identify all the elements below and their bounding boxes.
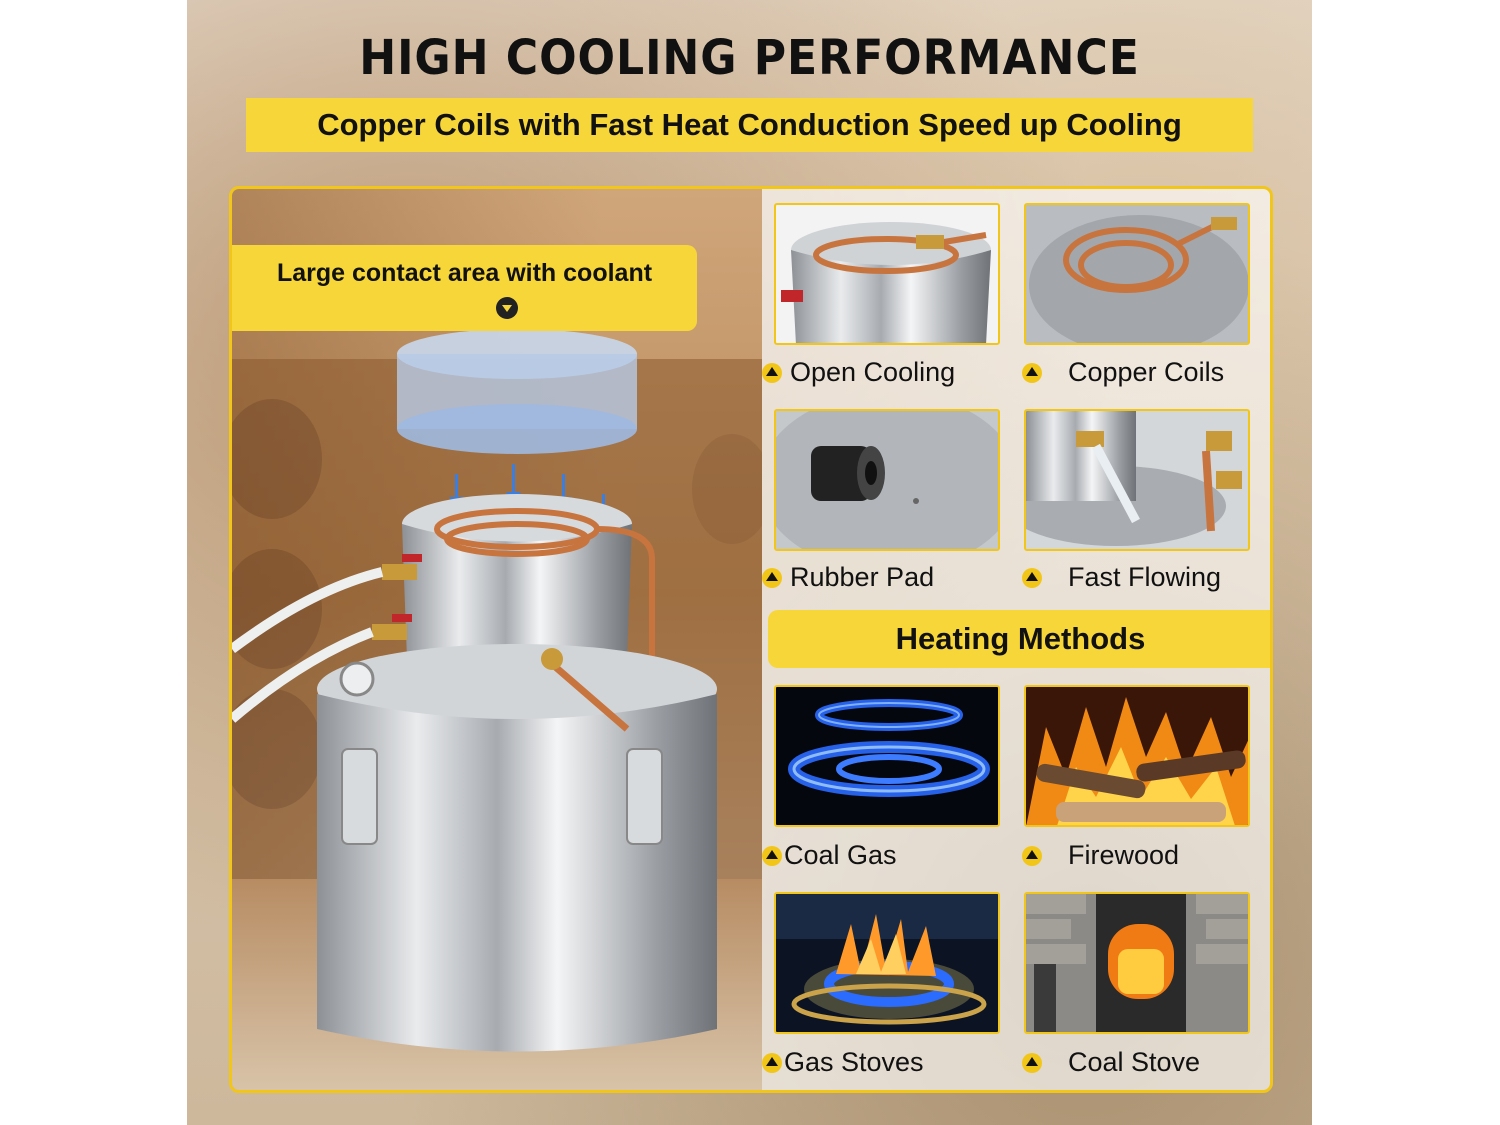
triangle-bullet-icon <box>762 845 782 866</box>
caption-text: Rubber Pad <box>790 562 935 592</box>
caption-rubber-pad: Rubber Pad <box>762 562 934 593</box>
triangle-bullet-icon <box>762 567 782 588</box>
contact-area-text: Large contact area with coolant <box>276 259 653 287</box>
cooling-pot <box>402 524 632 677</box>
caption-coal-stove: Coal Stove <box>1022 1047 1200 1078</box>
hoses <box>232 567 384 723</box>
caption-text: Fast Flowing <box>1068 562 1222 592</box>
main-pot-lid <box>317 644 717 734</box>
feature-tile-open-cooling <box>774 203 1000 345</box>
feature-tile-copper-coils <box>1024 203 1250 345</box>
heating-tile-gas-stoves <box>774 892 1000 1034</box>
feature-tile-fast-flowing <box>1024 409 1250 551</box>
caption-coal-gas: Coal Gas <box>762 840 897 871</box>
triangle-bullet-icon <box>762 1052 782 1073</box>
firewood-fire-photo-icon <box>1026 687 1248 825</box>
down-arrow-icon <box>496 297 518 319</box>
caption-gas-stoves: Gas Stoves <box>762 1047 924 1078</box>
caption-text: Firewood <box>1068 840 1180 870</box>
content-frame: Large contact area with coolant Ope <box>229 186 1273 1093</box>
outlet-pipe <box>549 661 630 732</box>
open-cooling-photo-icon <box>776 205 998 343</box>
caption-fast-flowing: Fast Flowing <box>1022 562 1221 593</box>
main-pot <box>317 694 717 1052</box>
heating-tile-coal-gas <box>774 685 1000 827</box>
triangle-bullet-icon <box>762 362 782 383</box>
copper-coils-photo-icon <box>1026 205 1248 343</box>
heating-methods-title: Heating Methods <box>895 621 1146 656</box>
rubber-pad-photo-icon <box>776 411 998 549</box>
product-infographic: HIGH COOLING PERFORMANCE Copper Coils wi… <box>187 0 1312 1125</box>
caption-text: Coal Stove <box>1068 1047 1201 1077</box>
clamps <box>341 748 663 845</box>
heating-tile-firewood <box>1024 685 1250 827</box>
gas-stove-photo-icon <box>776 894 998 1032</box>
copper-coil-illustration <box>434 508 655 659</box>
distiller-panel: Large contact area with coolant <box>232 189 762 1090</box>
triangle-bullet-icon <box>1022 567 1042 588</box>
caption-firewood: Firewood <box>1022 840 1179 871</box>
thermometer <box>339 661 375 697</box>
heating-tile-coal-stove <box>1024 892 1250 1034</box>
coolant-water-block <box>397 329 637 454</box>
outlet-fitting <box>541 648 563 670</box>
caption-copper-coils: Copper Coils <box>1022 357 1224 388</box>
feature-tile-rubber-pad <box>774 409 1000 551</box>
heating-methods-banner: Heating Methods <box>768 610 1270 668</box>
fast-flowing-photo-icon <box>1026 411 1248 549</box>
triangle-bullet-icon <box>1022 845 1042 866</box>
valves <box>372 554 422 640</box>
caption-text: Coal Gas <box>784 840 897 870</box>
triangle-bullet-icon <box>1022 1052 1042 1073</box>
caption-open-cooling: Open Cooling <box>762 357 955 388</box>
subtitle-text: Copper Coils with Fast Heat Conduction S… <box>317 107 1182 142</box>
caption-text: Open Cooling <box>790 357 956 387</box>
caption-text: Copper Coils <box>1068 357 1225 387</box>
caption-text: Gas Stoves <box>784 1047 924 1077</box>
contact-area-callout: Large contact area with coolant <box>232 245 697 331</box>
triangle-bullet-icon <box>1022 362 1042 383</box>
subtitle-banner: Copper Coils with Fast Heat Conduction S… <box>246 98 1253 152</box>
coal-stove-photo-icon <box>1026 894 1248 1032</box>
coal-gas-flame-photo-icon <box>776 687 998 825</box>
page-title: HIGH COOLING PERFORMANCE <box>359 30 1140 86</box>
distiller-illustration <box>232 329 762 1090</box>
